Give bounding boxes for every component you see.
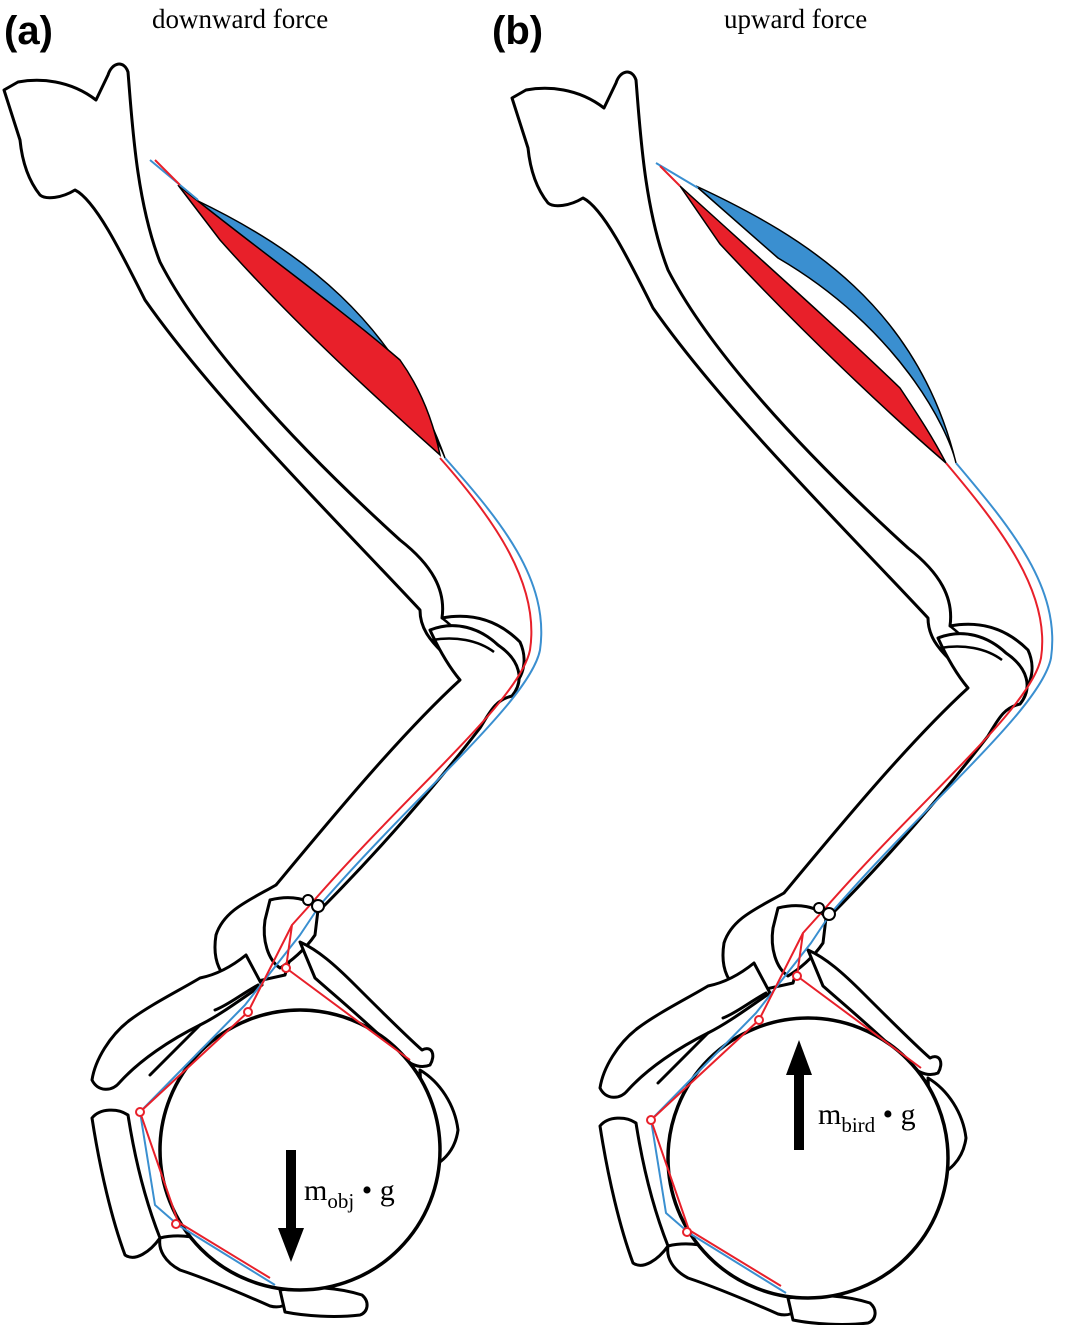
panel-a-force-suffix: • g — [354, 1174, 395, 1207]
panel-a-force-subscript: obj — [327, 1189, 354, 1213]
panel-b-force-arrow — [786, 1040, 812, 1150]
panel-a-force-symbol: m — [304, 1174, 327, 1207]
panel-b-force-label: mbird • g — [818, 1098, 916, 1137]
panel-a-title: downward force — [152, 4, 328, 34]
panel-b-flexor-muscle — [679, 185, 947, 464]
panel-b-extensor-tendon — [650, 162, 1054, 1294]
panel-a-flexor-muscle — [177, 184, 442, 458]
panel-a-label: (a) — [4, 9, 53, 53]
panel-b-extensor-muscle — [695, 185, 957, 464]
panel-b-force-suffix: • g — [875, 1098, 916, 1131]
panel-a: (a) downward force mobj • g — [2, 4, 543, 1319]
panel-b-leg-skeleton — [510, 70, 1034, 1325]
panel-b-title: upward force — [724, 4, 867, 34]
panel-b-force-subscript: bird — [841, 1113, 875, 1137]
panel-b-force-symbol: m — [818, 1098, 841, 1131]
panel-b-label: (b) — [492, 9, 543, 53]
panel-a-force-label: mobj • g — [304, 1174, 395, 1213]
panel-b: (b) upward force mbird • g — [492, 4, 1054, 1325]
panel-a-force-arrow — [278, 1150, 304, 1262]
